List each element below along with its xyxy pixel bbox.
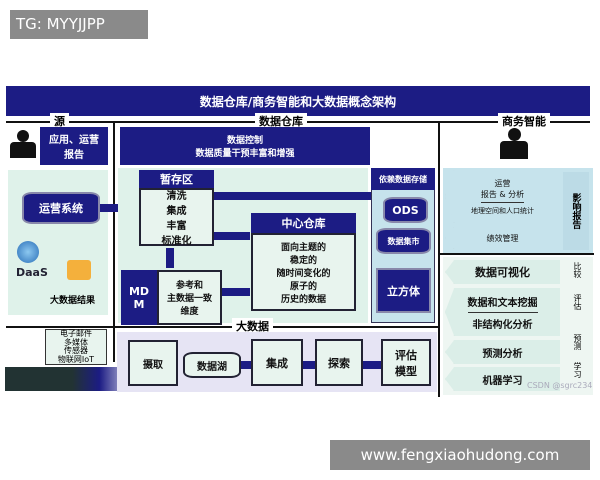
arrow-staging-mdm — [166, 248, 174, 268]
data-lake: 数据湖 — [183, 352, 241, 378]
divider-v2 — [438, 122, 440, 397]
arrow-staging-central — [214, 232, 250, 240]
dependent-store-title: 依赖数据存储 — [371, 168, 435, 190]
section-bigdata: 大数据 — [232, 318, 273, 334]
staging-title: 暂存区 — [139, 170, 214, 188]
arrow-mdm-central — [222, 288, 250, 296]
folder-icon — [67, 260, 91, 280]
arrow-integrate-explore — [303, 361, 315, 369]
title-banner: 数据仓库/商务智能和大数据概念架构 — [6, 86, 590, 116]
perf-mgmt: 绩效管理 — [445, 227, 560, 249]
divider-bi — [440, 253, 594, 255]
section-bi: 商务智能 — [498, 113, 550, 129]
machine-learning: 机器学习 — [445, 367, 560, 391]
central-body: 面向主题的 稳定的 随时间变化的 原子的 历史的数据 — [251, 233, 356, 311]
data-control: 数据控制 数据质量干预丰富和增强 — [120, 127, 370, 165]
overlay-tag: TG: MYYJJPP — [10, 10, 148, 39]
arrow-lake-integrate — [241, 361, 251, 369]
divider-v1 — [113, 122, 115, 362]
impact-report: 影响报告 — [563, 172, 589, 250]
unstructured-label: 非结构化分析 — [472, 319, 533, 331]
csdn-watermark: CSDN @sgrc234 — [527, 381, 593, 390]
ops-system: 运营系统 — [22, 192, 100, 224]
globe-icon — [17, 241, 39, 263]
predictive: 预测分析 — [445, 340, 560, 364]
arrow-explore-evaluate — [363, 361, 381, 369]
ops-report: 运营 报告 & 分析地理空间和人口统计 — [445, 170, 560, 223]
section-source: 源 — [50, 113, 69, 129]
explore: 探索 — [315, 339, 363, 386]
app-report: 应用、运营 报告 — [40, 127, 108, 165]
section-warehouse: 数据仓库 — [255, 113, 307, 129]
geo-label: 地理空间和人口统计 — [471, 206, 534, 215]
evaluate-model: 评估 模型 — [381, 339, 431, 386]
arrow-staging-ods — [214, 192, 379, 200]
side-compare: 比较 — [573, 262, 582, 278]
cube: 立方体 — [376, 268, 431, 313]
data-viz: 数据可视化 — [445, 260, 560, 284]
data-mart: 数据集市 — [376, 228, 431, 254]
mdm-label: MD M — [121, 270, 157, 325]
side-learn: 学习 — [573, 362, 582, 378]
daas-label: DaaS — [16, 266, 48, 279]
side-evaluate: 评估 — [573, 294, 582, 310]
overlay-url: www.fengxiaohudong.com — [330, 440, 590, 470]
ingest: 摄取 — [128, 340, 178, 386]
integrate: 集成 — [251, 339, 303, 386]
text-mining: 数据和文本挖掘非结构化分析 — [445, 288, 560, 336]
staging-body: 清洗 集成 丰富 标准化 — [139, 188, 214, 247]
bi-user-icon — [500, 128, 528, 162]
ops-report-label: 运营 报告 & 分析 — [480, 178, 525, 203]
central-title: 中心仓库 — [251, 213, 356, 233]
text-mining-label: 数据和文本挖掘 — [467, 294, 538, 313]
divider-bigdata — [6, 326, 438, 328]
bigdata-result: 大数据结果 — [50, 296, 96, 306]
side-predict: 预测 — [573, 334, 582, 350]
mdm-body: 参考和 主数据一致 维度 — [157, 270, 222, 325]
ods: ODS — [383, 197, 428, 223]
user-icon — [10, 130, 36, 160]
bigdata-inputs: 电子邮件 多媒体 传感器 物联网IoT — [45, 329, 107, 365]
